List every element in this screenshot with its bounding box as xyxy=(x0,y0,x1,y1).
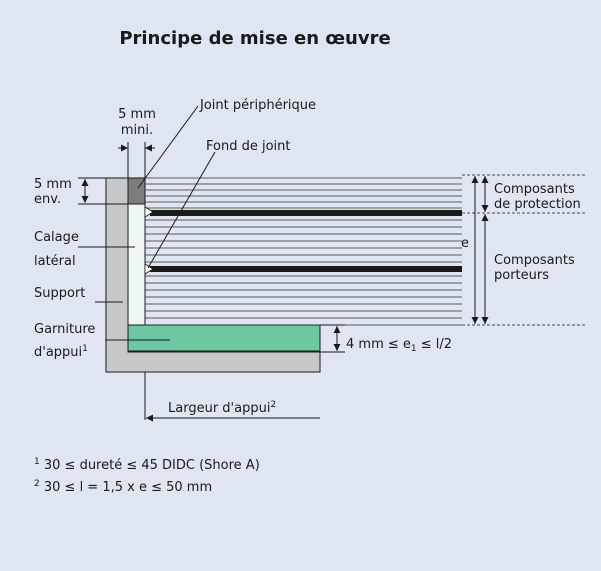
label-joint-peripherique: Joint périphérique xyxy=(199,98,316,113)
calage-lateral xyxy=(127,203,146,326)
label-gap-value-sub: mini. xyxy=(121,123,153,138)
label-largeur-sup: 2 xyxy=(270,400,276,410)
label-e1-post: ≤ l/2 xyxy=(417,337,452,352)
label-support: Support xyxy=(34,286,85,301)
diagram-title: Principe de mise en œuvre xyxy=(119,28,390,49)
footnote-2-text: 30 ≤ l = 1,5 x e ≤ 50 mm xyxy=(40,480,212,495)
label-top-value-sub: env. xyxy=(34,192,61,207)
label-largeur-text: Largeur d'appui xyxy=(168,401,270,416)
interlayer-band xyxy=(150,210,462,216)
label-e1: 4 mm ≤ e1 ≤ l/2 xyxy=(346,337,452,354)
footnote-1-text: 30 ≤ dureté ≤ 45 DIDC (Shore A) xyxy=(40,458,260,473)
label-garniture-2: d'appui1 xyxy=(34,344,88,360)
footnote-2-marker: 2 xyxy=(34,479,40,489)
label-garniture-sup: 1 xyxy=(82,344,88,354)
footnote-1: 1 30 ≤ dureté ≤ 45 DIDC (Shore A) xyxy=(34,457,260,473)
label-porteurs-1: Composants xyxy=(494,253,575,268)
label-largeur: Largeur d'appui2 xyxy=(168,400,276,416)
label-porteurs-2: porteurs xyxy=(494,268,549,283)
leader-fond-de-joint xyxy=(147,151,216,269)
label-garniture-2-text: d'appui xyxy=(34,345,82,360)
label-top-value: 5 mm xyxy=(34,177,72,192)
label-garniture-1: Garniture xyxy=(34,322,95,337)
fond-de-joint-marker-top xyxy=(144,206,154,218)
label-protection-1: Composants xyxy=(494,182,575,197)
garniture-block xyxy=(127,324,321,352)
label-thickness-e: e xyxy=(461,236,469,251)
label-gap-value: 5 mm xyxy=(118,107,156,122)
label-calage-1: Calage xyxy=(34,230,79,245)
footnote-1-marker: 1 xyxy=(34,457,40,467)
label-e1-sub: 1 xyxy=(411,344,417,354)
glass-panes xyxy=(145,177,462,326)
label-e1-pre: 4 mm ≤ e xyxy=(346,337,411,352)
label-fond-de-joint: Fond de joint xyxy=(206,139,291,154)
label-calage-2: latéral xyxy=(34,254,76,269)
leader-joint-peripherique xyxy=(137,105,199,189)
interlayer-band xyxy=(150,266,462,272)
footnote-2: 2 30 ≤ l = 1,5 x e ≤ 50 mm xyxy=(34,479,212,495)
label-protection-2: de protection xyxy=(494,197,581,212)
